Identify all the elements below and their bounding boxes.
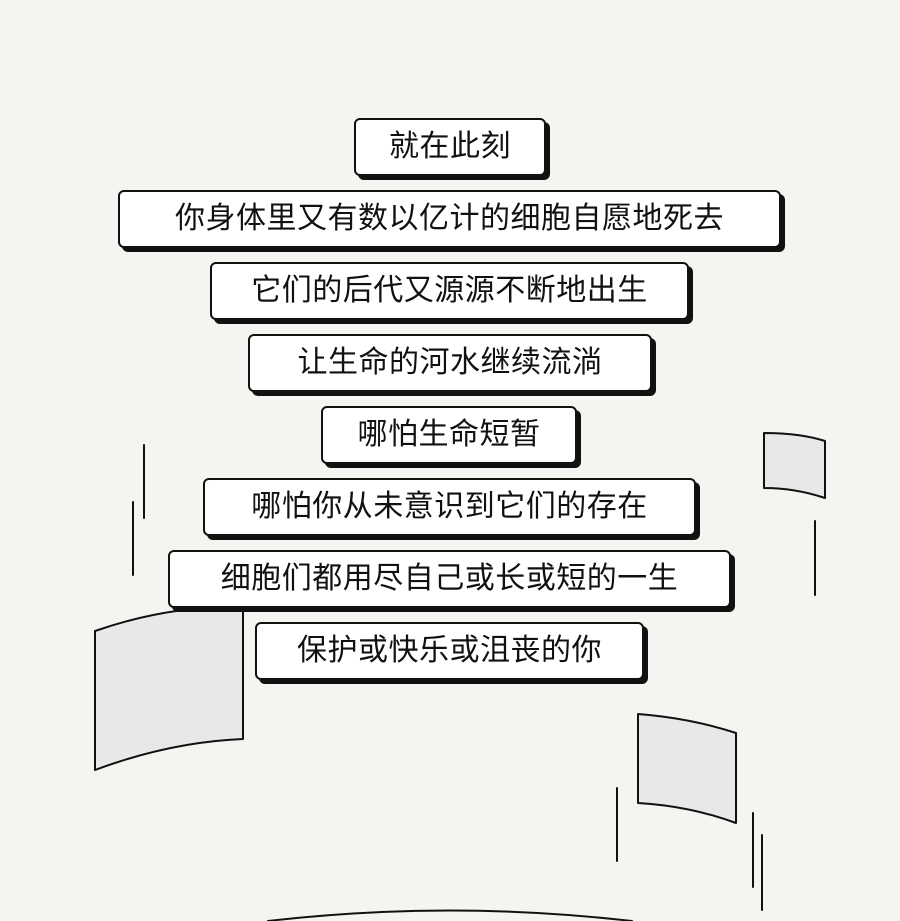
- bottom-arc: [267, 909, 633, 921]
- caption-2: 你身体里又有数以亿计的细胞自愿地死去: [118, 190, 781, 248]
- floating-panel-left: [94, 605, 244, 771]
- caption-8: 保护或快乐或沮丧的你: [255, 622, 644, 680]
- caption-7: 细胞们都用尽自己或长或短的一生: [168, 550, 731, 608]
- floating-panel-right-top: [763, 432, 826, 499]
- caption-3: 它们的后代又源源不断地出生: [210, 262, 689, 320]
- caption-4: 让生命的河水继续流淌: [248, 334, 652, 392]
- floating-panel-right-bottom: [637, 713, 737, 824]
- caption-1: 就在此刻: [354, 118, 546, 176]
- caption-5: 哪怕生命短暂: [321, 406, 577, 464]
- caption-6: 哪怕你从未意识到它们的存在: [203, 478, 696, 536]
